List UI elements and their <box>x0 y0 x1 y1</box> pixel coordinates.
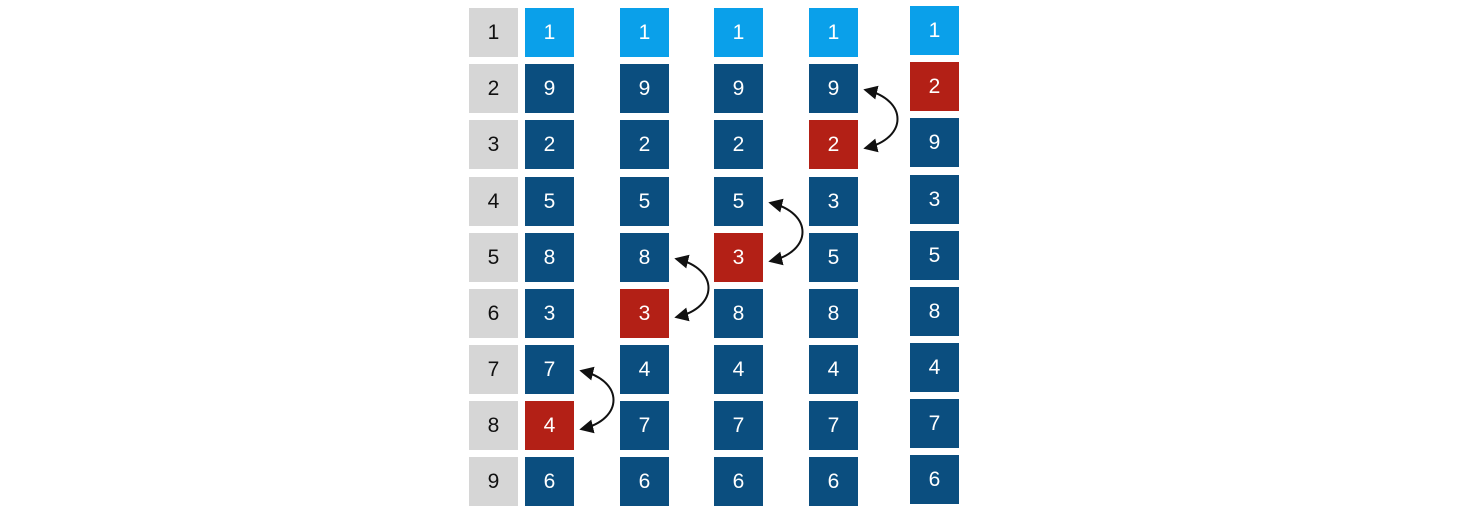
value-cell: 3 <box>910 175 959 224</box>
index-cell: 2 <box>469 64 518 113</box>
moved-value-cell: 2 <box>809 120 858 169</box>
value-cell: 5 <box>910 231 959 280</box>
value-cell: 8 <box>809 289 858 338</box>
value-cell: 4 <box>620 345 669 394</box>
index-cell: 7 <box>469 345 518 394</box>
value-cell: 9 <box>620 64 669 113</box>
value-cell: 7 <box>525 345 574 394</box>
index-cell: 4 <box>469 177 518 226</box>
head-value-cell: 1 <box>714 8 763 57</box>
head-value-cell: 1 <box>809 8 858 57</box>
value-cell: 2 <box>525 120 574 169</box>
swap-arrow <box>768 198 804 266</box>
value-cell: 7 <box>910 399 959 448</box>
value-cell: 2 <box>620 120 669 169</box>
value-cell: 6 <box>910 455 959 504</box>
value-cell: 6 <box>809 457 858 506</box>
moved-value-cell: 3 <box>620 289 669 338</box>
value-cell: 4 <box>714 345 763 394</box>
value-cell: 6 <box>714 457 763 506</box>
swap-arrow <box>863 85 899 153</box>
value-cell: 6 <box>620 457 669 506</box>
value-cell: 4 <box>809 345 858 394</box>
index-cell: 5 <box>469 233 518 282</box>
swap-arrow <box>674 254 710 322</box>
value-cell: 9 <box>714 64 763 113</box>
value-cell: 5 <box>809 233 858 282</box>
value-cell: 8 <box>910 287 959 336</box>
swap-arrow <box>579 366 615 434</box>
value-cell: 7 <box>714 401 763 450</box>
value-cell: 8 <box>620 233 669 282</box>
value-cell: 9 <box>525 64 574 113</box>
moved-value-cell: 2 <box>910 62 959 111</box>
value-cell: 3 <box>525 289 574 338</box>
value-cell: 7 <box>809 401 858 450</box>
head-value-cell: 1 <box>620 8 669 57</box>
value-cell: 5 <box>620 177 669 226</box>
value-cell: 3 <box>809 177 858 226</box>
value-cell: 8 <box>714 289 763 338</box>
index-cell: 3 <box>469 120 518 169</box>
value-cell: 9 <box>809 64 858 113</box>
value-cell: 7 <box>620 401 669 450</box>
value-cell: 8 <box>525 233 574 282</box>
head-value-cell: 1 <box>525 8 574 57</box>
value-cell: 9 <box>910 118 959 167</box>
index-cell: 1 <box>469 8 518 57</box>
head-value-cell: 1 <box>910 6 959 55</box>
moved-value-cell: 4 <box>525 401 574 450</box>
value-cell: 4 <box>910 343 959 392</box>
value-cell: 6 <box>525 457 574 506</box>
index-cell: 6 <box>469 289 518 338</box>
moved-value-cell: 3 <box>714 233 763 282</box>
index-cell: 9 <box>469 457 518 506</box>
index-cell: 8 <box>469 401 518 450</box>
value-cell: 5 <box>714 177 763 226</box>
value-cell: 2 <box>714 120 763 169</box>
value-cell: 5 <box>525 177 574 226</box>
